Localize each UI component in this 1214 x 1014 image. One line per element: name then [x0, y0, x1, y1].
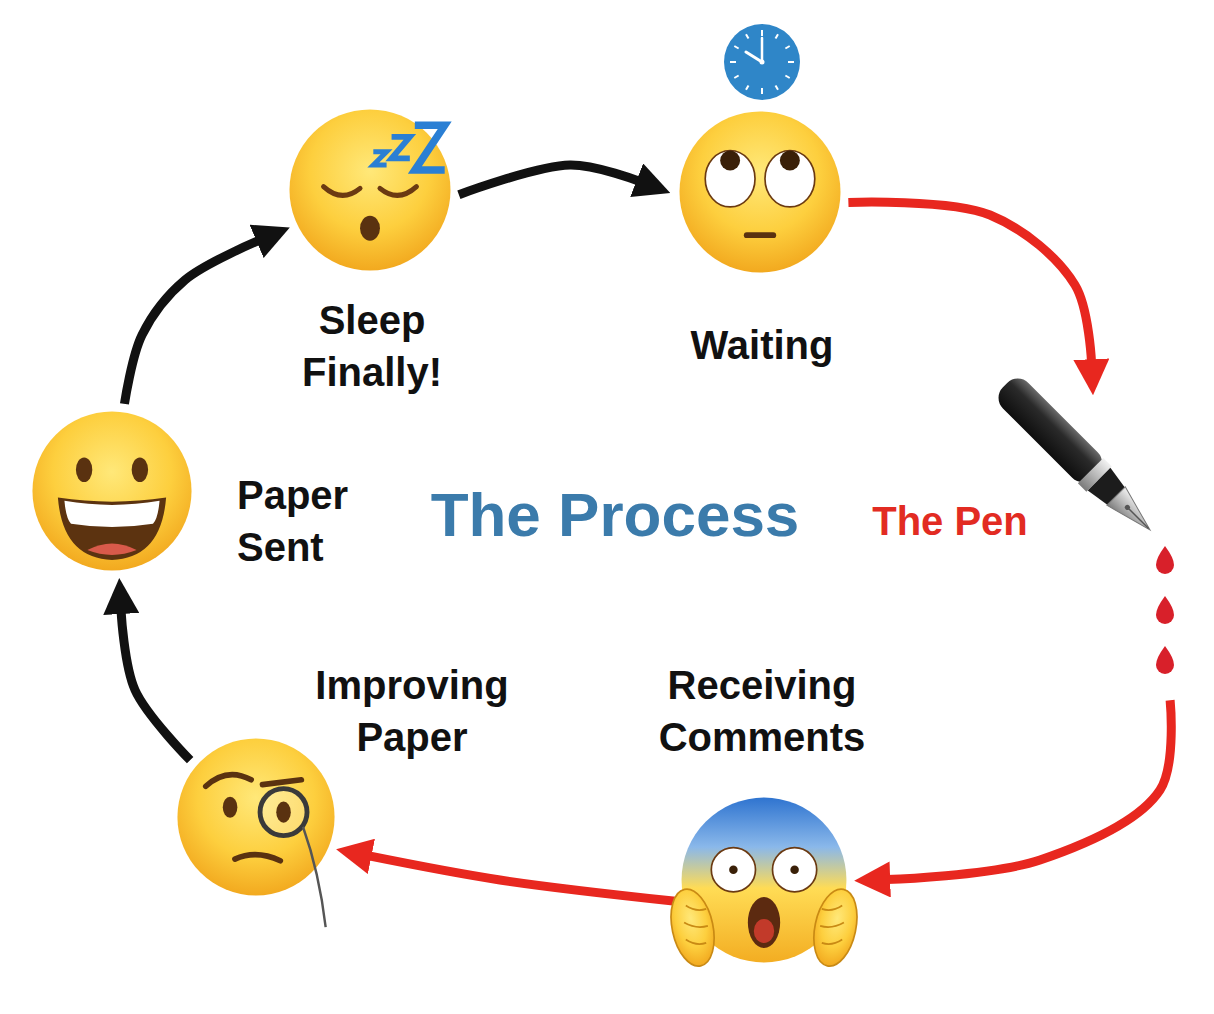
clock-center — [760, 60, 765, 65]
node-label: Receiving Comments — [642, 659, 882, 763]
drawing-line — [761, 88, 763, 94]
node-label: Improving Paper — [292, 659, 532, 763]
clock-icon — [724, 24, 800, 100]
grinning-face: Paper Sent — [30, 409, 194, 573]
eye-roll-face-drawing — [679, 111, 840, 272]
sleeping-face-drawing — [289, 109, 450, 270]
flow-arrow — [368, 856, 676, 902]
drawing-line — [746, 34, 749, 38]
drawing-line — [734, 46, 738, 49]
pen-icon: The Pen — [990, 400, 1175, 695]
node-label: Paper Sent — [237, 469, 397, 573]
sleeping-face: Sleep Finally! — [287, 107, 453, 273]
flow-arrow — [887, 700, 1172, 879]
screaming-face-drawing — [665, 798, 864, 971]
node-label: Waiting — [652, 319, 872, 371]
pen-icon-outline — [990, 400, 1175, 695]
clock-hand — [761, 38, 764, 62]
drawing-line — [761, 30, 763, 36]
eye-roll-face-outline — [677, 109, 843, 275]
clock-ticks — [730, 30, 794, 94]
drawing-line — [734, 76, 738, 79]
monocle-face-outline — [175, 736, 337, 898]
flow-arrow — [121, 610, 190, 760]
clock-hand — [746, 52, 762, 62]
grinning-face-outline — [30, 409, 194, 573]
flow-arrow — [124, 240, 260, 404]
screaming-face-outline — [679, 795, 849, 965]
drawing-line — [785, 76, 789, 79]
drawing-line — [776, 34, 779, 38]
node-label: The Pen — [840, 495, 1060, 547]
drawing-line — [730, 61, 736, 63]
drawing-line — [785, 46, 789, 49]
node-label: Sleep Finally! — [262, 294, 482, 398]
screaming-face: Receiving Comments — [679, 795, 849, 965]
monocle-face-drawing — [177, 738, 334, 927]
monocle-face: Improving Paper — [175, 736, 337, 898]
sleeping-face-outline — [287, 107, 453, 273]
grinning-face-drawing — [32, 411, 191, 570]
flow-arrow — [848, 202, 1091, 363]
flow-arrow — [459, 165, 640, 195]
diagram-title: The Process — [365, 478, 865, 552]
clock-face — [724, 24, 800, 100]
drawing-line — [746, 85, 749, 89]
drawing-line — [776, 85, 779, 89]
eye-roll-face: Waiting — [677, 109, 843, 275]
drawing-line — [788, 61, 794, 63]
